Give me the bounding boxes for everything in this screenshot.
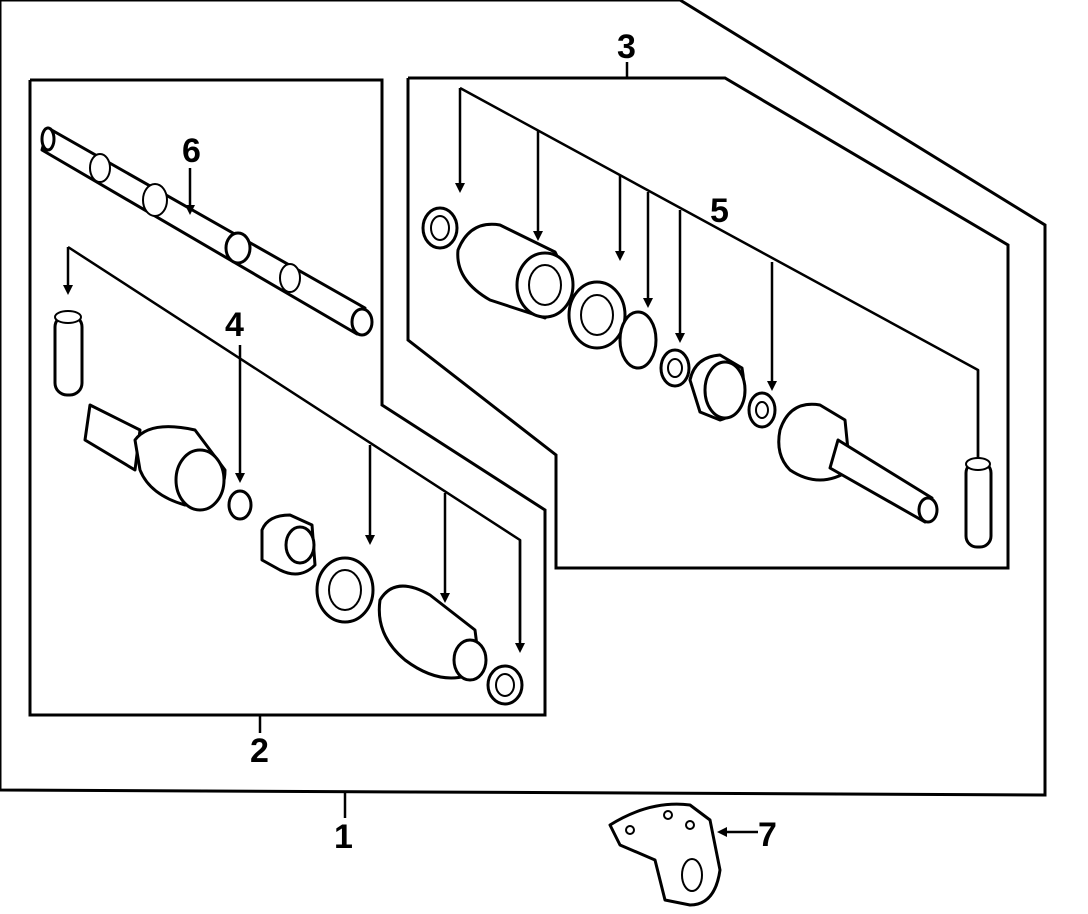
- callout-4: 4: [225, 306, 244, 344]
- drive-shaft: [40, 126, 374, 337]
- callout-5: 5: [710, 192, 729, 230]
- callout-3: 3: [617, 28, 636, 66]
- group-5-leader: [455, 86, 983, 468]
- callout-7: 7: [758, 816, 777, 854]
- inner-joint-kit-frame: [28, 78, 547, 733]
- callout-2: 2: [250, 732, 269, 770]
- assembly-frame-1: [0, 0, 1047, 818]
- outer-joint-parts: [421, 206, 993, 549]
- callout-1: 1: [334, 818, 353, 856]
- bracket: [608, 802, 758, 907]
- inner-joint-parts: [53, 310, 524, 706]
- outer-joint-kit-frame: [406, 62, 1010, 570]
- callout-6: 6: [182, 132, 201, 170]
- group-4-leader: [63, 245, 525, 653]
